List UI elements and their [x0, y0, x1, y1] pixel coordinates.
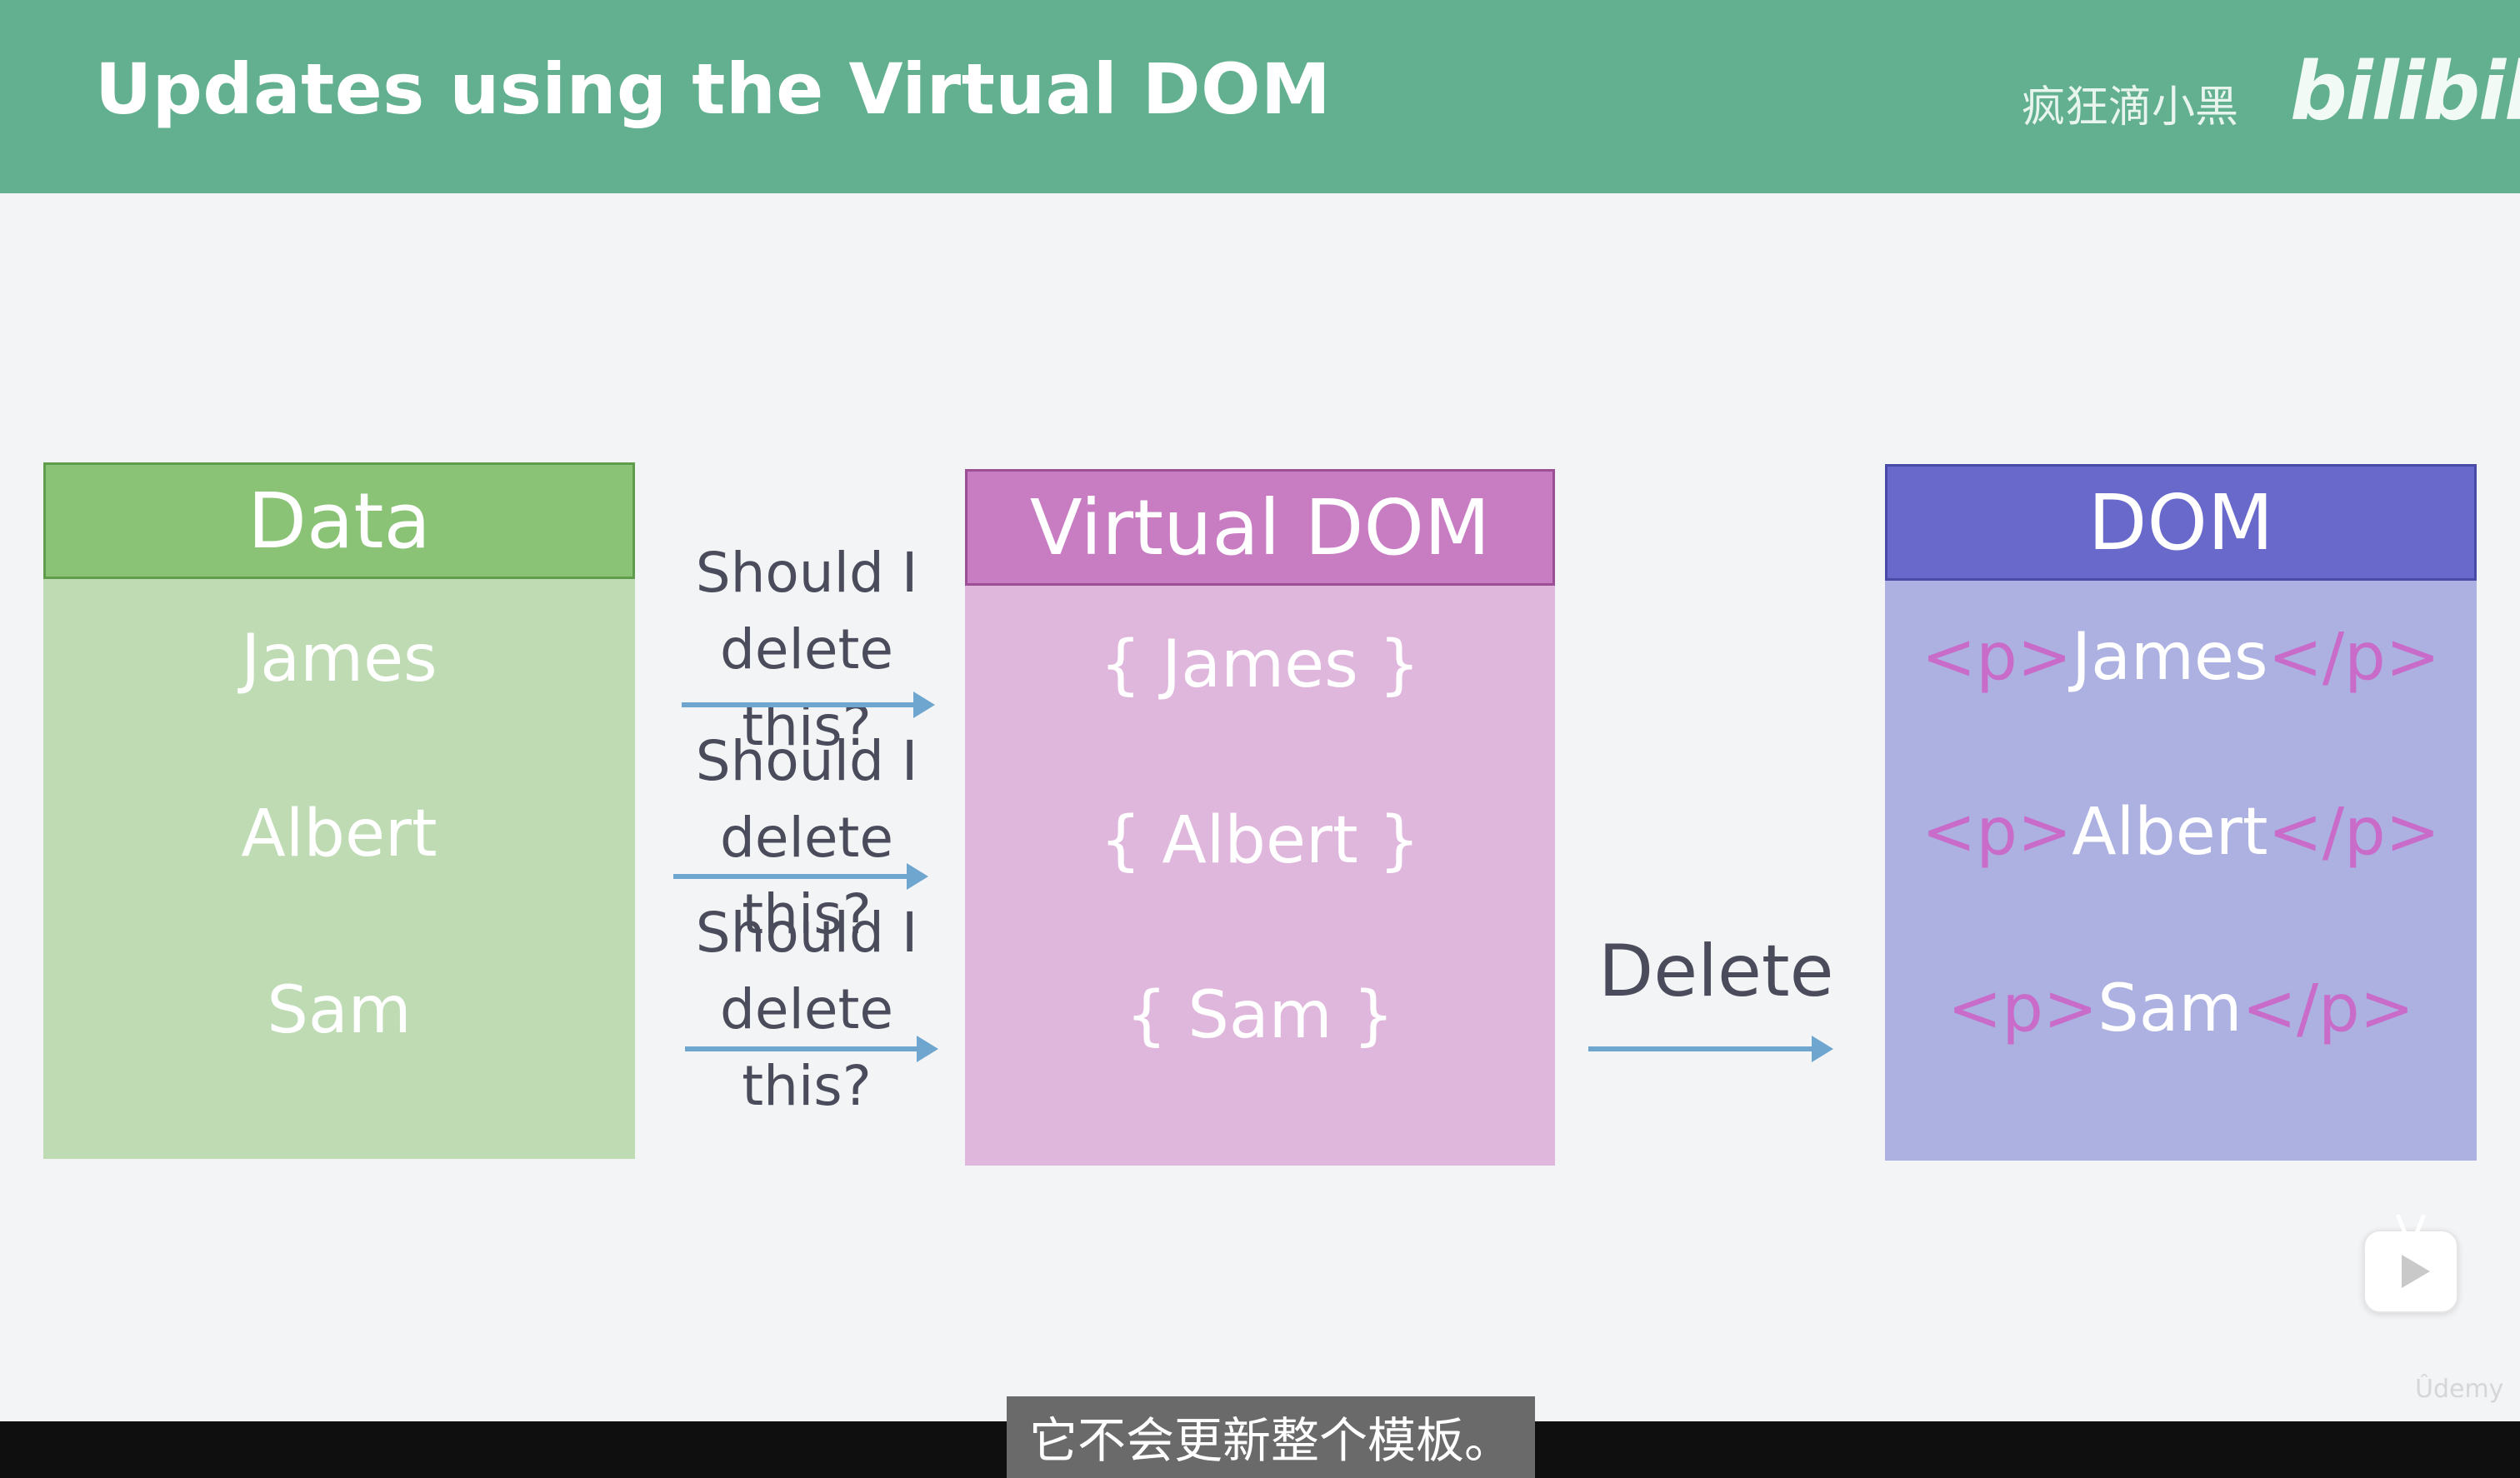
question-2: Should I delete this?: [648, 723, 965, 953]
virtual-dom-row: { Albert }: [1099, 803, 1421, 878]
virtual-dom-body: { James } { Albert } { Sam }: [965, 586, 1555, 1166]
play-button[interactable]: [2363, 1215, 2458, 1313]
close-tag: </p>: [2242, 971, 2415, 1046]
subtitle-background: [1007, 1396, 1535, 1478]
bilibili-logo: bilibili: [2290, 45, 2520, 138]
dom-row: <p>James</p>: [1885, 616, 2477, 699]
uploader-watermark: 疯狂滴小黑: [2022, 82, 2239, 132]
slide: Updates using the Virtual DOM 疯狂滴小黑 bili…: [0, 0, 2520, 1421]
subtitle-text: 它不会更新整个模板。: [1028, 1412, 1512, 1469]
arrow-1: [682, 692, 935, 718]
dom-body: <p>James</p> <p>Albert</p> <p>Sam</p>: [1885, 581, 2477, 1161]
data-column: Data James Albert Sam: [43, 462, 635, 1159]
close-tag: </p>: [2268, 795, 2440, 870]
question-3: Should I delete this?: [648, 895, 965, 1125]
delete-arrow: [1588, 1036, 1833, 1062]
delete-label: Delete: [1598, 930, 1834, 1013]
dom-column: DOM <p>James</p> <p>Albert</p> <p>Sam</p…: [1885, 464, 2477, 1161]
dom-row-name: James: [2072, 620, 2268, 695]
question-line1: Should I: [695, 541, 918, 605]
open-tag: <p>: [1922, 795, 2072, 870]
dom-header: DOM: [1885, 464, 2477, 581]
virtual-dom-row: { Sam }: [1125, 978, 1395, 1053]
open-tag: <p>: [1921, 620, 2072, 695]
close-tag: </p>: [2268, 620, 2441, 695]
play-icon: [2402, 1255, 2430, 1288]
virtual-dom-header: Virtual DOM: [965, 469, 1555, 586]
dom-row-name: Albert: [2072, 795, 2268, 870]
question-line2: delete this?: [720, 977, 893, 1118]
dom-row: <p>Sam</p>: [1885, 967, 2477, 1051]
virtual-dom-row: { James }: [1099, 627, 1421, 702]
arrow-2: [673, 863, 928, 890]
title-bar: Updates using the Virtual DOM 疯狂滴小黑 bili…: [0, 0, 2520, 193]
question-line1: Should I: [695, 901, 918, 965]
data-header: Data: [43, 462, 635, 579]
tv-ears-icon: [2396, 1215, 2426, 1235]
virtual-dom-column: Virtual DOM { James } { Albert } { Sam }: [965, 469, 1555, 1166]
dom-row-name: Sam: [2098, 971, 2242, 1046]
data-row: Albert: [241, 796, 438, 871]
udemy-watermark: Ûdemy: [2415, 1375, 2504, 1404]
dom-row: <p>Albert</p>: [1885, 791, 2477, 874]
slide-title: Updates using the Virtual DOM: [95, 48, 1332, 130]
question-line1: Should I: [695, 729, 918, 793]
data-row: Sam: [267, 973, 412, 1048]
data-row: James: [241, 622, 438, 697]
question-line2: delete this?: [720, 806, 893, 946]
arrow-3: [685, 1036, 938, 1062]
data-body: James Albert Sam: [43, 579, 635, 1159]
open-tag: <p>: [1947, 971, 2098, 1046]
